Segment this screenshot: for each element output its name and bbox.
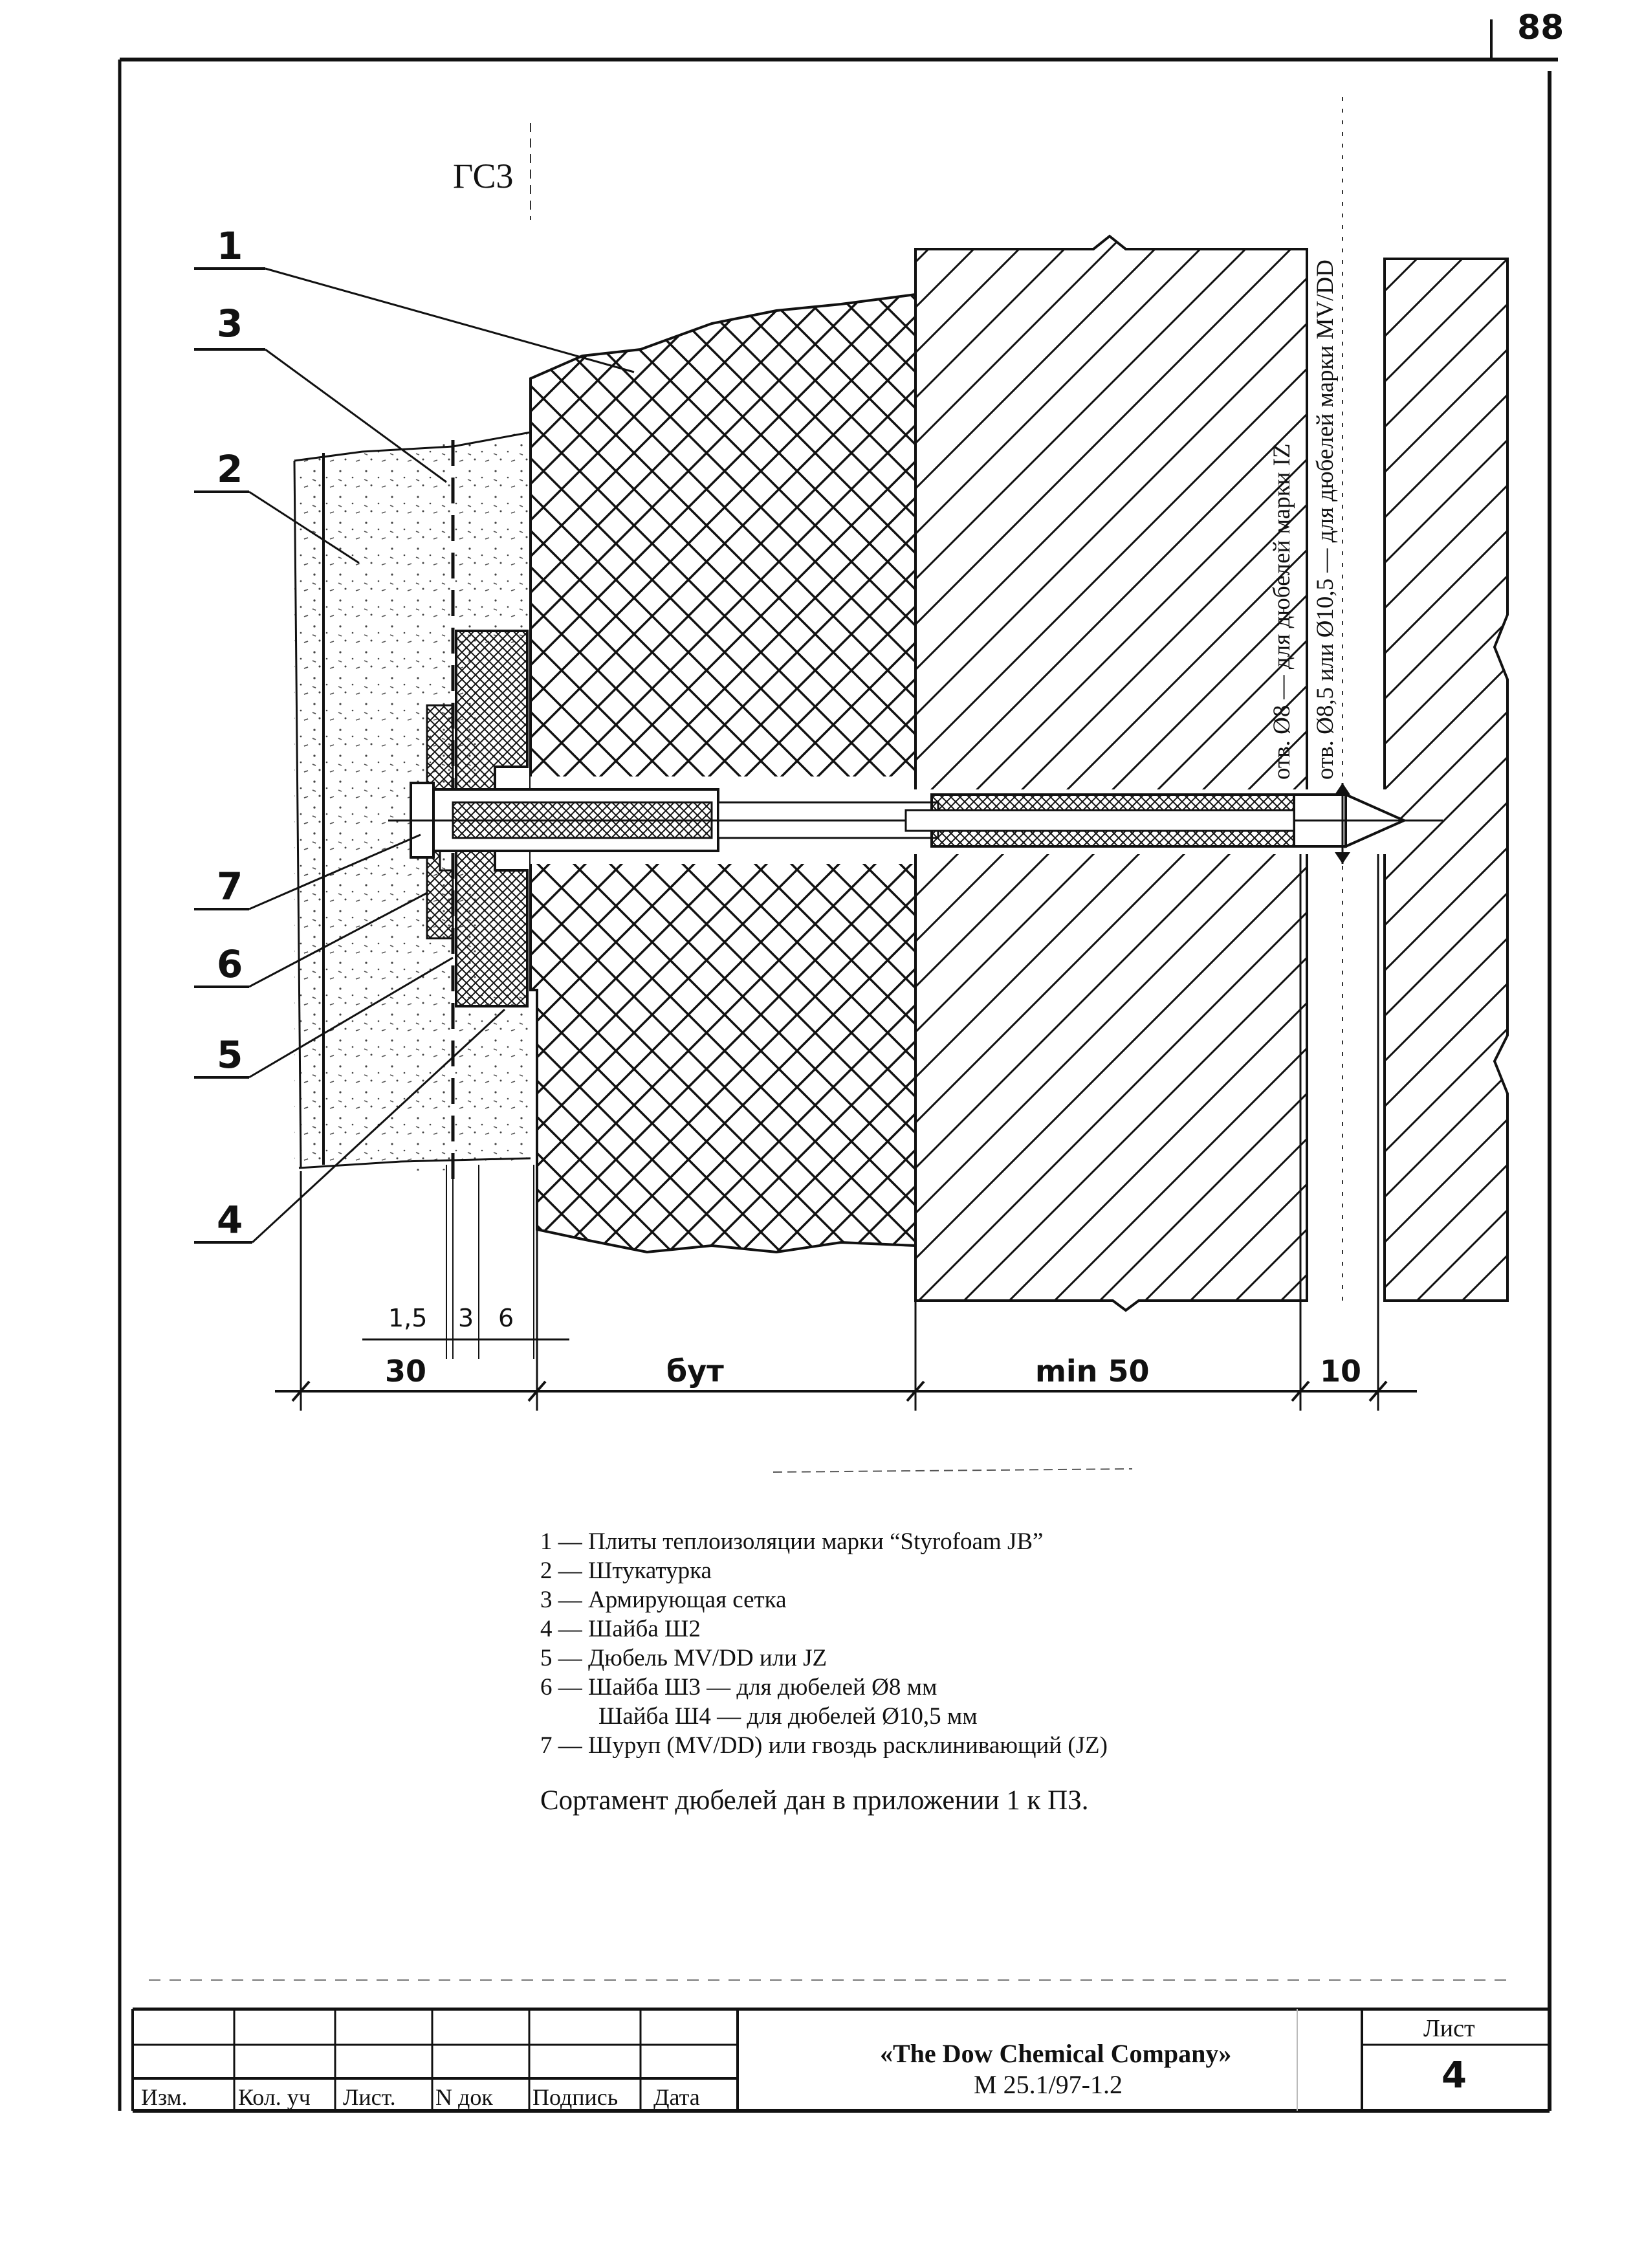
screw <box>388 782 1443 859</box>
small-dimensions: 1,5 3 6 <box>362 1165 569 1359</box>
callout-5: 5 <box>217 1033 243 1077</box>
legend-item-2: 2 — Штукатурка <box>540 1558 712 1584</box>
callout-3: 3 <box>217 302 243 346</box>
tb-header-kol-uch: Кол. уч <box>238 2084 311 2110</box>
tb-header-n-dok: N док <box>435 2084 493 2110</box>
callout-2: 2 <box>217 447 243 491</box>
legend-item-7: 7 — Шуруп (MV/DD) или гвоздь расклиниваю… <box>540 1732 1108 1759</box>
page-corner-number: 88 <box>1517 8 1564 47</box>
company-name: «The Dow Chemical Company» <box>880 2039 1232 2068</box>
tb-header-izm: Изм. <box>141 2084 188 2110</box>
masonry-wall <box>906 234 1509 1312</box>
dim-but: бут <box>666 1354 724 1389</box>
dim-3: 3 <box>458 1304 474 1332</box>
legend-item-1: 1 — Плиты теплоизоляции марки “Styrofoam… <box>540 1528 1044 1555</box>
dim-10: 10 <box>1320 1354 1361 1389</box>
callout-6: 6 <box>217 942 243 986</box>
callout-1: 1 <box>217 224 243 268</box>
dim-6: 6 <box>498 1304 514 1332</box>
callout-7: 7 <box>217 864 243 908</box>
dim-1-5: 1,5 <box>388 1304 427 1332</box>
legend-item-4: 4 — Шайба Ш2 <box>540 1616 701 1642</box>
assortment-note: Сортамент дюбелей дан в приложении 1 к П… <box>540 1785 1089 1816</box>
legend-item-6b: Шайба Ш4 — для дюбелей Ø10,5 мм <box>598 1703 978 1730</box>
page-title: ГС3 <box>453 157 514 195</box>
hole-note-line-1: отв. Ø8 — для дюбелей марки IZ <box>1269 443 1295 780</box>
tb-header-list: Лист. <box>343 2084 396 2110</box>
main-dimensions: 30 бут min 50 10 <box>275 854 1417 1411</box>
sheet-label: Лист <box>1423 2015 1475 2042</box>
legend-item-3: 3 — Армирующая сетка <box>540 1587 787 1613</box>
washer-sh2 <box>455 630 529 1007</box>
hole-note-line-2: отв. Ø8,5 или Ø10,5 — для дюбелей марки … <box>1312 259 1339 780</box>
legend: 1 — Плиты теплоизоляции марки “Styrofoam… <box>540 1527 1381 1815</box>
dim-30: 30 <box>385 1354 426 1389</box>
legend-item-6: 6 — Шайба Ш3 — для дюбелей Ø8 мм <box>540 1674 937 1701</box>
drawing-frame <box>118 19 1558 2113</box>
dim-min-50: min 50 <box>1035 1354 1149 1389</box>
insulation-board <box>529 292 917 1254</box>
tb-header-data: Дата <box>653 2084 700 2110</box>
sheet-number: 4 <box>1441 2054 1467 2097</box>
document-code: M 25.1/97-1.2 <box>974 2070 1123 2099</box>
callouts: 1 3 2 7 6 5 4 <box>194 224 635 1244</box>
legend-item-5: 5 — Дюбель MV/DD или JZ <box>540 1645 827 1671</box>
callout-4: 4 <box>217 1198 243 1242</box>
tb-header-podpis: Подпись <box>532 2084 619 2110</box>
title-block <box>131 2007 1550 2111</box>
